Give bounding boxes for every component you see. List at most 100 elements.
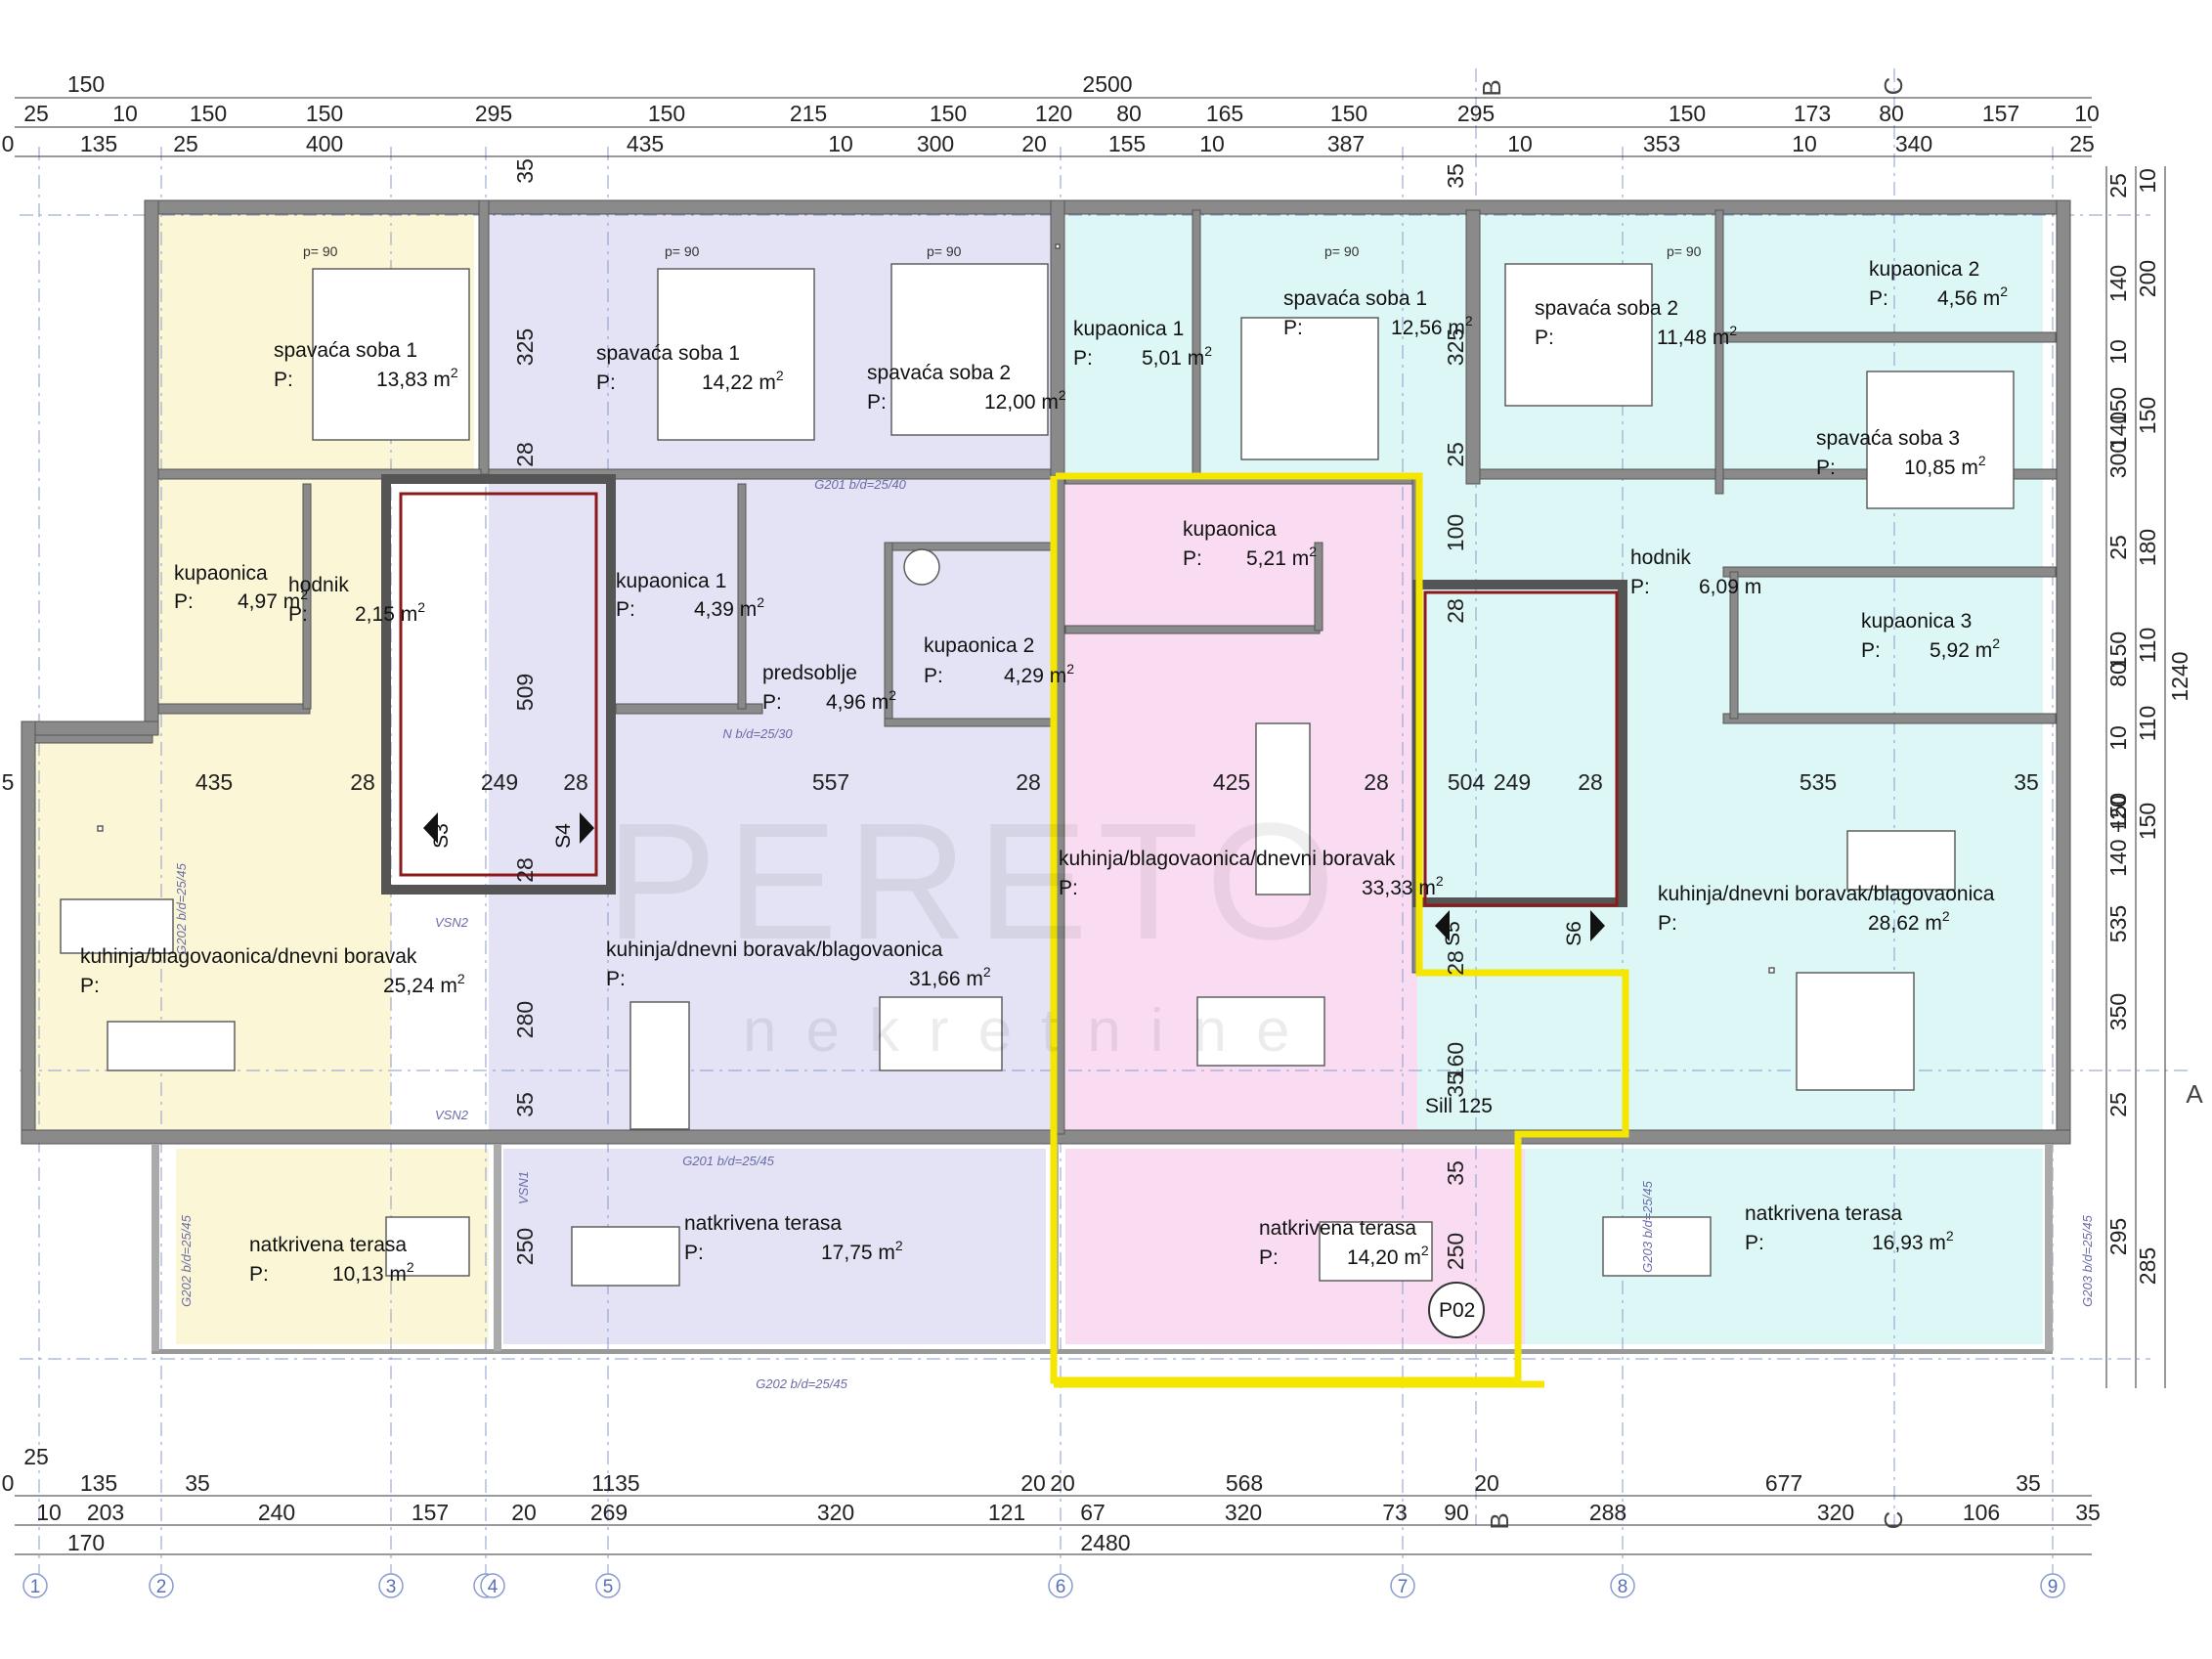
dim-bottom-3: 73	[1382, 1500, 1408, 1525]
room-name: kupaonica 1	[1073, 318, 1184, 340]
room-area: 28,62 m2	[1868, 908, 1950, 935]
dim-right-a: 25	[2105, 535, 2131, 560]
dim-inner: 35	[2014, 769, 2039, 795]
svg-text:8: 8	[1618, 1577, 1628, 1597]
svg-text:5: 5	[603, 1577, 614, 1597]
dim-inner: 28	[1443, 598, 1468, 624]
dim-inner: 35	[512, 1092, 538, 1117]
dim-top-2: 295	[1457, 101, 1495, 126]
stair-arrow-icon	[1435, 910, 1450, 941]
svg-text:9: 9	[2048, 1577, 2059, 1597]
dim-bottom-2: 20	[1474, 1470, 1499, 1496]
room-area: 25,24 m2	[383, 971, 465, 997]
room-label: spavaća soba 1P:14,22 m2	[596, 342, 784, 394]
room-area: 2,15 m2	[355, 599, 425, 626]
dim-bottom-2: 35	[2016, 1470, 2041, 1496]
beam-label: G203 b/d=25/45	[2080, 1214, 2095, 1306]
dim-right-a: 300	[2105, 441, 2131, 478]
dim-bottom-3: 320	[817, 1500, 854, 1525]
dim-right-b: 110	[2135, 706, 2160, 742]
dim-right-a: 10	[2105, 339, 2131, 365]
dim-top-2: 165	[1206, 101, 1243, 126]
dim-bottom-2: 0	[2, 1470, 15, 1496]
dim-inner: 28	[1578, 769, 1603, 795]
room-name: kupaonica	[174, 562, 268, 585]
dim-inner: 35	[1443, 163, 1468, 189]
dim-inner: 5	[2, 769, 15, 795]
dim-inner: 28	[1443, 950, 1468, 976]
room-name: natkrivena terasa	[1745, 1202, 1902, 1225]
dim-bottom-3: 20	[511, 1500, 537, 1525]
dim-inner: 28	[1364, 769, 1389, 795]
room-area: 4,96 m2	[826, 687, 896, 714]
p90-label: p= 90	[303, 243, 338, 259]
axis-marker: 2	[149, 1573, 174, 1598]
svg-text:3: 3	[386, 1577, 397, 1597]
dim-bottom-3: 67	[1080, 1500, 1106, 1525]
room-area: 11,48 m2	[1657, 323, 1737, 349]
dim-top-2: 157	[1982, 101, 2019, 126]
dim-bottom-3: 121	[988, 1500, 1025, 1525]
room-name: kuhinja/blagovaonica/dnevni boravak	[1059, 848, 1396, 870]
axis-marker: 7	[1390, 1573, 1415, 1598]
room-area-prefix: P:	[1259, 1246, 1279, 1269]
room-area: 13,83 m2	[376, 365, 458, 391]
axis-b-bottom: B	[1485, 1512, 1514, 1529]
room-area: 16,93 m2	[1872, 1228, 1954, 1254]
dim-top-3: 10	[1507, 131, 1533, 156]
dim-bottom-1: 25	[23, 1444, 49, 1469]
dim-right-a: 140 +20	[2105, 795, 2131, 877]
dim-right-a: 25	[2105, 1092, 2131, 1117]
axis-marker: 4	[480, 1573, 505, 1598]
watermark-sub: nekretnine	[743, 997, 1320, 1065]
room-area-prefix: P:	[1745, 1232, 1764, 1254]
p90-label: p= 90	[927, 243, 962, 259]
dim-top-2: 215	[790, 101, 827, 126]
dim-bottom-3: 269	[590, 1500, 628, 1525]
room-area: 4,56 m2	[1937, 284, 2008, 310]
room-name: natkrivena terasa	[249, 1234, 407, 1256]
room-area-prefix: P:	[1059, 877, 1078, 899]
beam-label: VSN2	[435, 915, 469, 930]
room-label: spavaća soba 1P:12,56 m2	[1283, 287, 1473, 339]
dim-bottom-3: 106	[1963, 1500, 2000, 1525]
axis-c-top: C	[1879, 77, 1908, 96]
dim-top-3: 10	[1792, 131, 1817, 156]
room-label: spavaća soba 2P:12,00 m2	[867, 362, 1066, 414]
dim-bottom-2: 135	[80, 1470, 117, 1496]
room-label: kupaonica 1P:4,39 m2	[616, 570, 764, 621]
dim-top-3: 435	[627, 131, 664, 156]
dim-inner: 28	[512, 857, 538, 883]
dim-right-b: 150	[2135, 803, 2160, 840]
dim-top-3: 353	[1643, 131, 1680, 156]
dim-right-a: 10	[2105, 725, 2131, 751]
beam-label: G201 b/d=25/40	[814, 477, 906, 492]
room-label: kuhinja/blagovaonica/dnevni boravakP:33,…	[1059, 848, 1444, 899]
dim-inner: 325	[1443, 328, 1468, 366]
room-area-prefix: P:	[1658, 912, 1677, 935]
stair-arrow-icon	[423, 812, 438, 844]
dim-right-a: 150	[2105, 793, 2131, 830]
dim-top-2: 295	[475, 101, 512, 126]
axis-c-bottom: C	[1879, 1511, 1908, 1530]
dim-inner: 100	[1443, 514, 1468, 551]
room-name: hodnik	[1630, 546, 1691, 569]
room-label: spavaća soba 1P:13,83 m2	[274, 339, 458, 391]
beam-label: VSN1	[516, 1171, 531, 1204]
dim-inner: 535	[1800, 769, 1837, 795]
room-label: kupaonica 2P:4,29 m2	[924, 634, 1074, 687]
axis-markers: 1234456789BCBCA	[22, 77, 2203, 1598]
dim-bottom-3: 10	[36, 1500, 62, 1525]
beam-label: VSN2	[435, 1108, 469, 1122]
dim-right-a: 25	[2105, 173, 2131, 198]
room-area-prefix: P:	[606, 968, 626, 990]
dim-right-a: 150	[2105, 632, 2131, 669]
room-label: kuhinja/dnevni boravak/blagovaonicaP:28,…	[1658, 883, 1995, 935]
dim-inner: 425	[1213, 769, 1250, 795]
room-area-prefix: P:	[174, 590, 194, 613]
